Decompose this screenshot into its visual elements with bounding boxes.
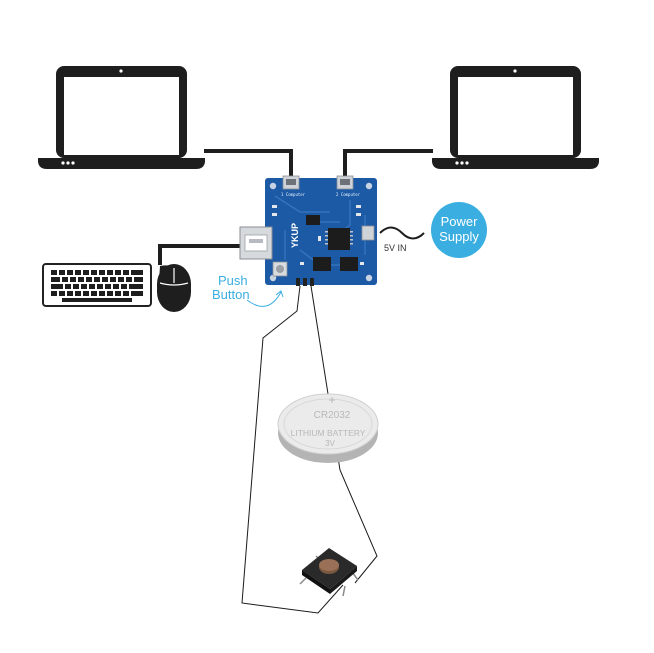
mouse-icon	[157, 264, 191, 312]
wire-right-drop	[310, 285, 378, 584]
voltage-input-label: 5V IN	[384, 243, 407, 253]
right-laptop-icon	[432, 66, 599, 169]
battery-voltage-label: 3V	[325, 439, 335, 448]
power-supply: Power Supply	[431, 202, 487, 258]
power-supply-label-line1: Power	[441, 214, 479, 229]
tilde-ac-icon	[379, 226, 425, 240]
battery-model-label: CR2032	[314, 410, 351, 421]
keyboard-icon	[42, 263, 152, 307]
board-brand-label: YKUP	[290, 223, 300, 248]
push-button-label-line2: Button	[212, 287, 250, 302]
pcb-board: 1 Computer 2 Computer YKUP	[239, 175, 377, 286]
svg-text:1 Computer: 1 Computer	[281, 192, 306, 197]
cable-left-laptop	[204, 149, 293, 178]
coin-cell-battery-icon: + CR2032 LITHIUM BATTERY 3V	[277, 393, 379, 463]
cable-right-laptop	[343, 149, 433, 178]
cables	[158, 149, 433, 265]
cable-keyboard-mouse	[158, 244, 242, 265]
svg-text:2 Computer: 2 Computer	[336, 192, 361, 197]
wire-left-loop	[241, 285, 344, 614]
power-supply-label-line2: Supply	[439, 229, 479, 244]
push-button-label-line1: Push	[218, 273, 248, 288]
battery-type-label: LITHIUM BATTERY	[291, 428, 366, 438]
svg-text:+: +	[328, 393, 335, 407]
push-button-arrow	[246, 290, 284, 307]
tactile-push-button-icon	[299, 548, 359, 597]
thin-wires	[241, 285, 378, 614]
left-laptop-icon	[38, 66, 205, 169]
